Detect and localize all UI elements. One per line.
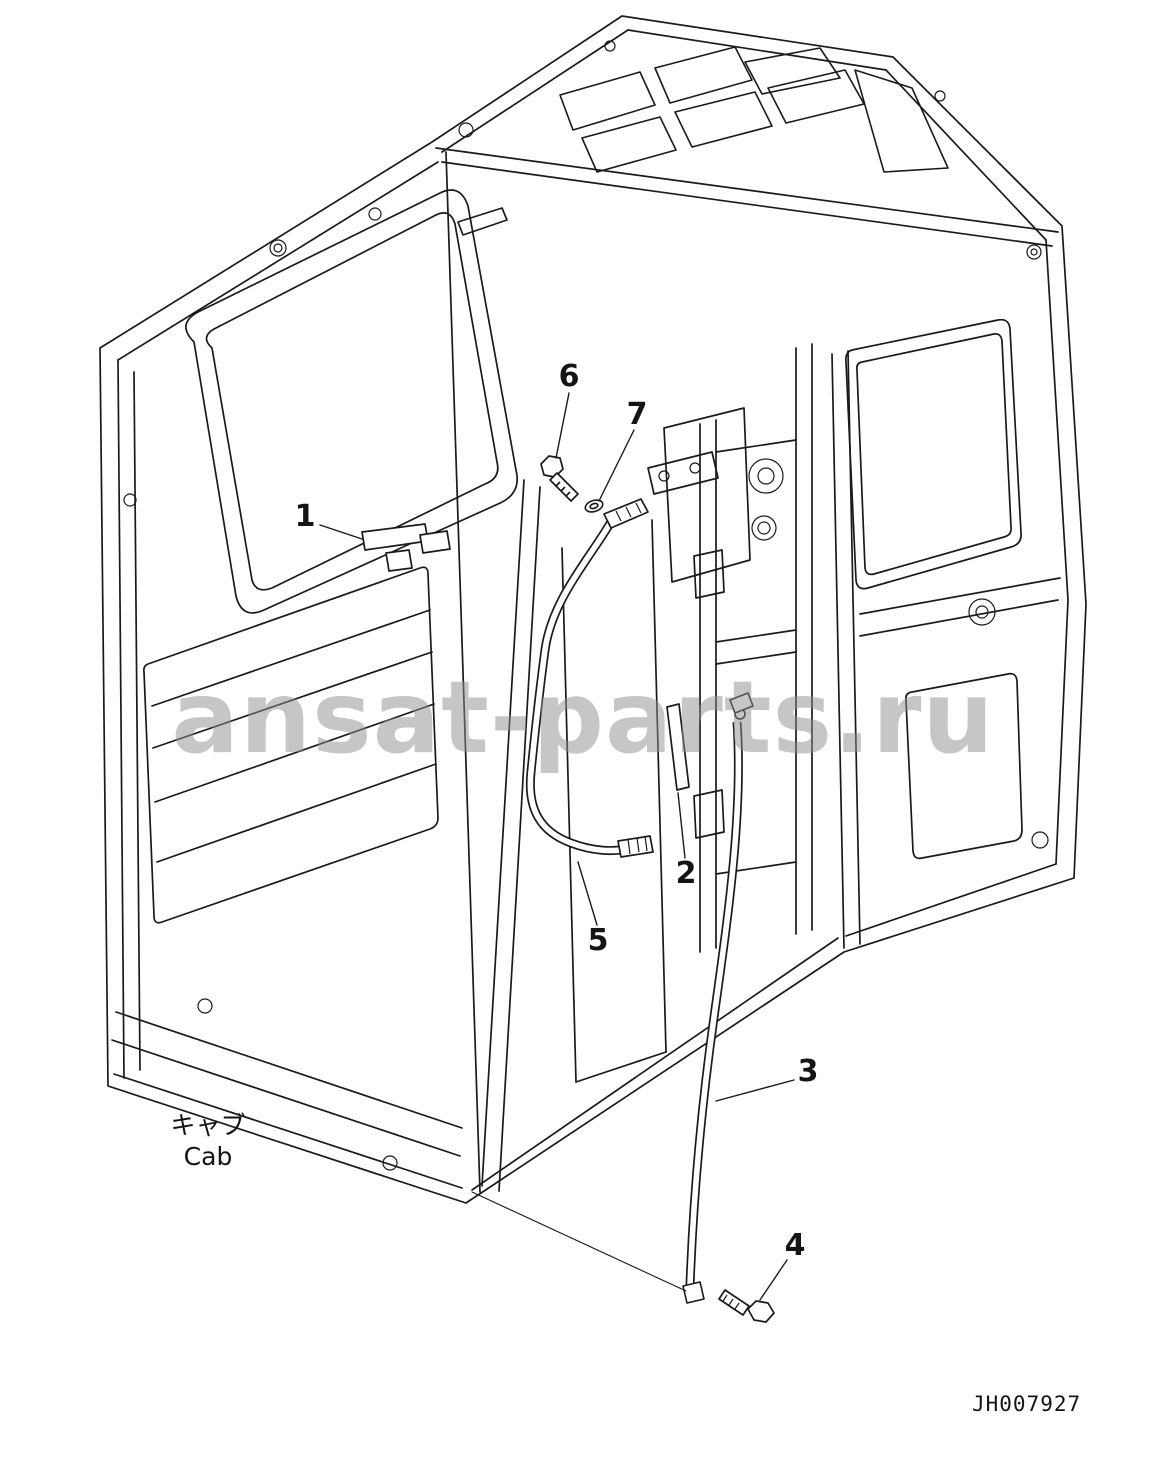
callout-5: 5 bbox=[587, 923, 609, 958]
grommets-and-holes bbox=[123, 40, 1049, 1171]
callout-7: 7 bbox=[626, 397, 648, 432]
callout-2: 2 bbox=[675, 856, 697, 891]
part-hose-5 bbox=[525, 498, 654, 858]
cab-label-jp: キャブ bbox=[170, 1111, 246, 1140]
cab-label-en: Cab bbox=[183, 1142, 233, 1172]
part-bolt-4 bbox=[718, 1289, 775, 1323]
cab-outline bbox=[99, 15, 1087, 1204]
callout-6: 6 bbox=[558, 359, 580, 394]
part-bolt-6 bbox=[540, 455, 579, 502]
cab-label: キャブ Cab bbox=[160, 1110, 256, 1173]
roof-panels bbox=[559, 46, 949, 173]
part-washer-7 bbox=[584, 499, 604, 513]
drawing-number: JH007927 bbox=[972, 1392, 1082, 1416]
part-plate-1 bbox=[361, 523, 451, 572]
part-antenna-3 bbox=[682, 692, 754, 1304]
leader-lines bbox=[319, 392, 795, 1301]
callout-1: 1 bbox=[294, 499, 316, 534]
callout-4: 4 bbox=[784, 1228, 806, 1263]
callout-3: 3 bbox=[797, 1054, 819, 1089]
part-rod-2 bbox=[666, 703, 690, 791]
